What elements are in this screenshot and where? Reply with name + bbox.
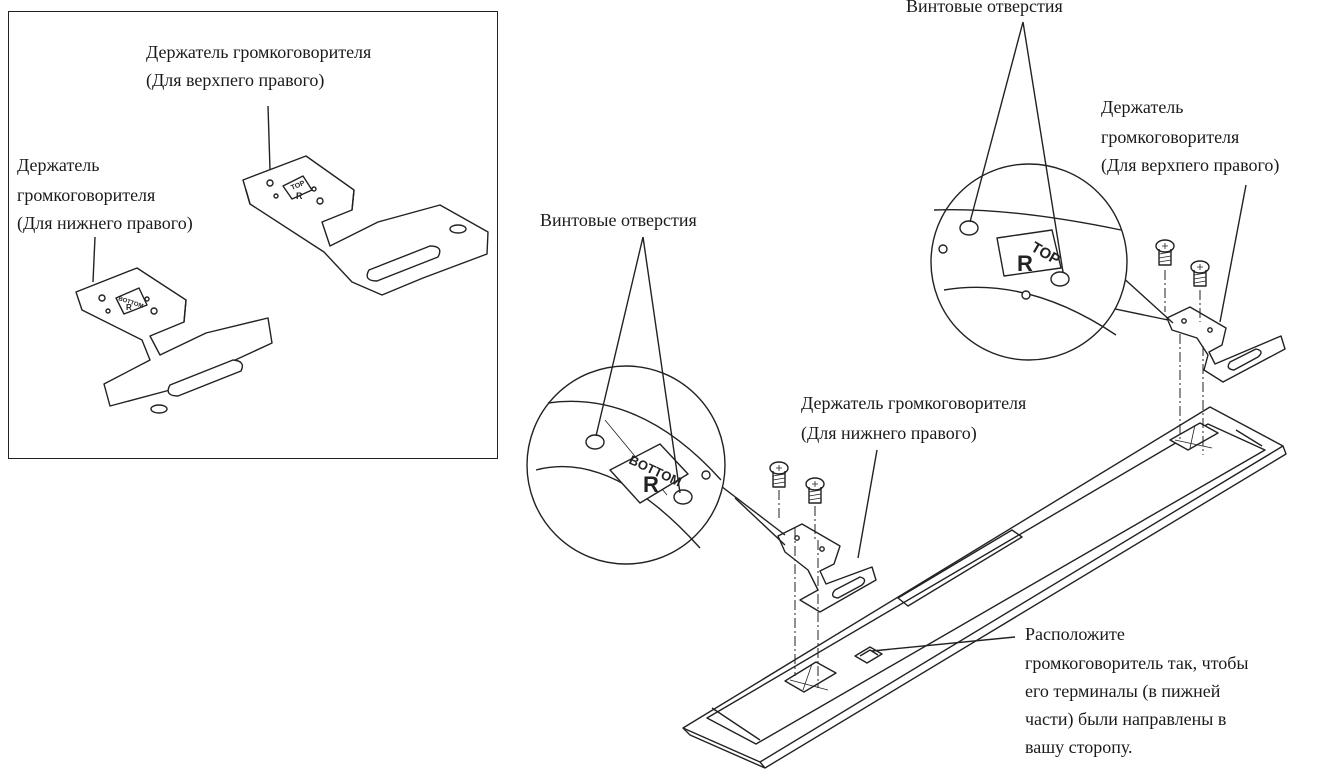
main-bottom-holder-bracket (777, 523, 877, 613)
inset-bottom-holder-label-line-1: Держатель (17, 155, 100, 175)
main-bottom-holder-label-line-1: Держатель громкоговорителя (801, 393, 1027, 413)
zoom-circle-bottom (526, 365, 786, 565)
terminal-note-line-5: вашу сторопу. (1025, 737, 1133, 757)
main-bottom-holder-leader (857, 449, 878, 559)
inset-bottom-plate-marking-2: R (126, 303, 132, 312)
inset-bottom-holder-leader (92, 236, 96, 283)
screw-top-right (1190, 260, 1210, 287)
screw-holes-top-label: Винтовые отверстия (906, 0, 1063, 16)
inset-top-holder-label-line-2: (Для верхпего правого) (146, 70, 325, 90)
screw-bottom-right (805, 477, 825, 504)
zoom-top-marking-2: R (1017, 251, 1033, 276)
main-top-holder-leader (1219, 184, 1247, 323)
inset-top-plate-marking-2: R (296, 191, 303, 201)
main-top-holder-bracket (1166, 306, 1286, 383)
inset-top-holder-bracket (242, 155, 489, 296)
inset-frame (8, 11, 498, 459)
screw-holes-bottom-leaders (595, 236, 681, 494)
terminal-note-leader (871, 636, 1016, 652)
terminal-note-line-4: части) были направлены в (1025, 709, 1227, 729)
zoom-circle-top (930, 163, 1174, 361)
speaker-bar (682, 406, 1287, 769)
inset-top-plate-marking-1: TOP (290, 180, 306, 192)
screw-top-left (1155, 239, 1175, 266)
terminal-note-line-3: его терминалы (в пижней (1025, 681, 1221, 701)
screw-holes-bottom-label: Винтовые отверстия (540, 210, 697, 230)
terminal-note-line-2: громкоговоритель так, чтобы (1025, 653, 1249, 673)
screw-holes-top-leaders (969, 21, 1064, 273)
screw-bottom-left (769, 461, 789, 488)
main-top-holder-label-line-1: Держатель (1101, 97, 1184, 117)
inset-top-holder-label-line-1: Держатель громкоговорителя (146, 42, 372, 62)
inset-top-holder-leader (267, 105, 271, 171)
speaker-terminals (854, 646, 883, 664)
main-bottom-holder-label-line-2: (Для нижнего правого) (801, 423, 977, 443)
main-top-holder-label-line-2: громкоговорителя (1101, 127, 1240, 147)
inset-bottom-holder-label-line-3: (Для нижнего правого) (17, 213, 193, 233)
terminal-note-line-1: Расположите (1025, 624, 1125, 644)
inset-bottom-holder-bracket (75, 267, 273, 414)
zoom-bottom-marking-2: R (643, 472, 659, 497)
inset-bottom-holder-label-line-2: громкоговорителя (17, 185, 156, 205)
main-top-holder-label-line-3: (Для верхпего правого) (1101, 155, 1280, 175)
